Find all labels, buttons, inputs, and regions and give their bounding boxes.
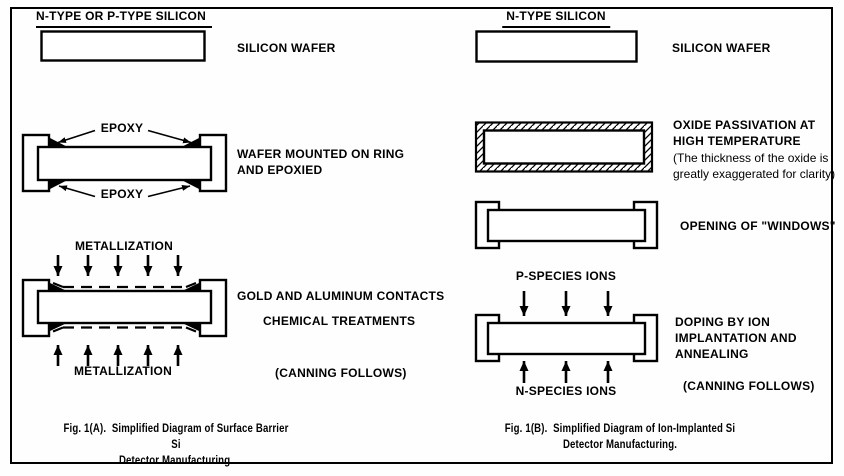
annotation-line: OXIDE PASSIVATION AT [673,118,816,132]
a-chemical-treatments-annotation: CHEMICAL TREATMENTS [263,314,416,328]
b-opening-windows-annotation: OPENING OF "WINDOWS" [680,219,836,233]
annotation-line: WAFER MOUNTED ON RING [237,147,405,161]
a-metallization-diagram [21,255,228,366]
a-silicon-wafer-diagram [40,30,206,62]
b2-wafer-rect [482,129,646,165]
b4-wafer-rect [486,321,647,356]
caption-fig-1b: Fig. 1(B). Simplified Diagram of Ion-Imp… [472,420,768,452]
a-contacts-annotation: GOLD AND ALUMINUM CONTACTS [237,289,445,303]
metallization-arrows-down [53,255,183,276]
a-silicon-type-label: N-TYPE OR P-TYPE SILICON [36,9,213,28]
b-oxide-passivation-annotation: OXIDE PASSIVATION AT HIGH TEMPERATURE [673,117,815,149]
a3-fillet-bottom-right [180,322,199,331]
epoxy-fillet-bottom-left [50,179,69,189]
a3-fillet-top-right [180,283,199,292]
a-wafer-rect [40,30,206,62]
metal-layer-bottom-slant-right [185,326,197,333]
figure-border [10,7,833,464]
epoxy-arrow-top-right [147,129,192,144]
a3-fillet-bottom-left [50,322,69,331]
caption-line: Fig. 1(B). Simplified Diagram of Ion-Imp… [504,421,736,435]
n-species-ions-label: N-SPECIES IONS [515,384,617,398]
b-ion-implantation-diagram [474,291,659,383]
metallization-label-top: METALLIZATION [74,239,174,253]
annotation-line: IMPLANTATION AND [675,331,797,345]
epoxy-arrow-bottom-left [58,185,96,198]
annotation-line: ANNEALING [675,347,749,361]
b-silicon-type-label: N-TYPE SILICON [502,9,610,28]
b-doping-annotation: DOPING BY ION IMPLANTATION AND ANNEALING [675,314,797,362]
a-wafer-mounted-annotation: WAFER MOUNTED ON RING AND EPOXIED [237,146,404,178]
metal-layer-top-slant-right [185,281,197,289]
note-line: greatly exaggerated for clarity) [673,167,836,181]
a3-fillet-top-left [50,283,69,292]
annotation-line: AND EPOXIED [237,163,323,177]
epoxy-fillet-top-left [50,138,69,148]
annotation-line: HIGH TEMPERATURE [673,134,801,148]
epoxy-label-top: EPOXY [100,121,144,135]
caption-line: Detector Manufacturing. [118,453,234,467]
epoxy-arrow-bottom-right [147,185,191,198]
metallization-label-bottom: METALLIZATION [73,364,173,378]
epoxy-fillet-bottom-right [180,179,199,189]
b-silicon-wafer-annotation: SILICON WAFER [672,41,771,55]
a-canning-follows-annotation: (CANNING FOLLOWS) [275,366,407,380]
a3-wafer-rect [36,289,213,325]
metal-layer-top-slant-left [52,281,64,289]
caption-line: Detector Manufacturing. [562,437,678,451]
p-species-arrows-down [519,291,613,316]
annotation-line: DOPING BY ION [675,315,771,329]
n-species-arrows-up [519,361,613,383]
metal-layer-bottom-slant-left [52,326,64,333]
a3-ring-right [198,278,228,338]
b-oxide-thickness-note: (The thickness of the oxide is greatly e… [673,150,835,182]
a-silicon-wafer-annotation: SILICON WAFER [237,41,336,55]
epoxy-label-bottom: EPOXY [100,187,144,201]
a2-wafer-rect [36,145,213,182]
p-species-ions-label: P-SPECIES IONS [515,269,617,283]
b3-wafer-rect [486,208,647,243]
b-windows-diagram [474,200,659,250]
b-silicon-wafer-diagram [475,30,638,63]
metallization-arrows-up [53,345,183,366]
caption-line: Fig. 1(A). Simplified Diagram of Surface… [63,421,289,451]
note-line: (The thickness of the oxide is [673,151,829,165]
b-oxide-passivation-diagram [474,121,654,173]
epoxy-fillet-top-right [180,138,199,148]
b-wafer-rect [475,30,638,63]
a-wafer-on-ring-diagram [21,129,228,198]
epoxy-arrow-top-left [57,129,96,144]
caption-fig-1a: Fig. 1(A). Simplified Diagram of Surface… [28,420,324,468]
b-canning-follows-annotation: (CANNING FOLLOWS) [683,379,815,393]
